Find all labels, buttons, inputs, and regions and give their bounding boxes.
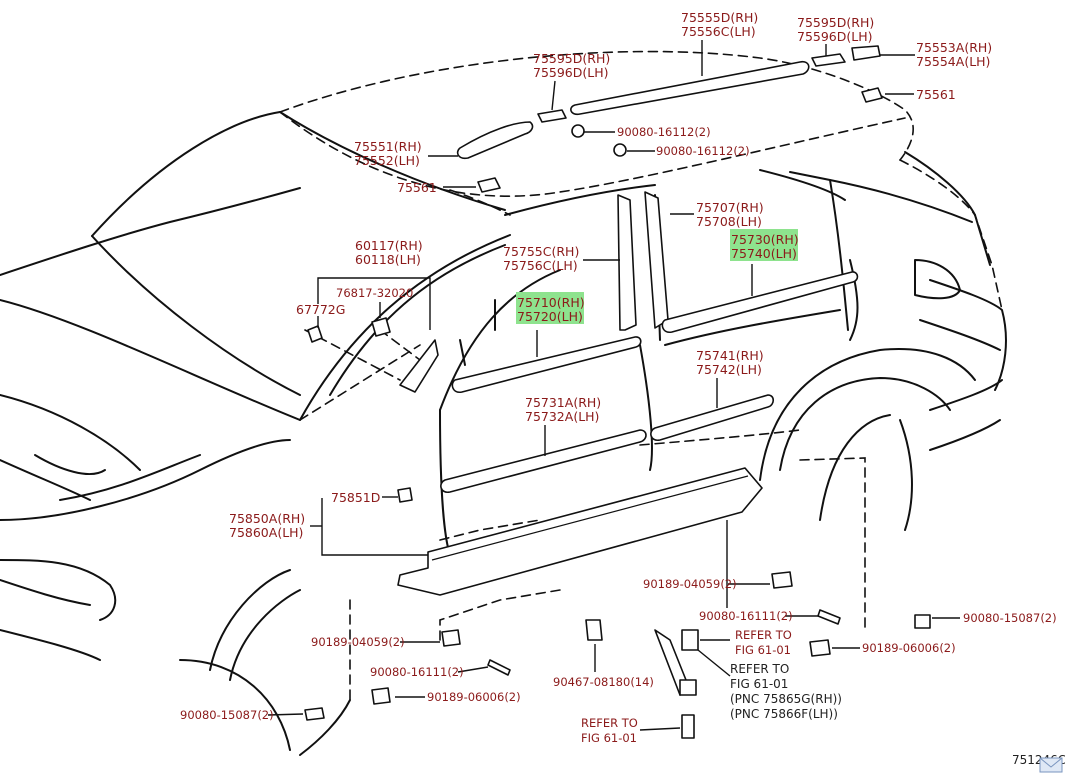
highlight-75710 [516, 292, 584, 324]
label-90189-06006-left[interactable]: 90189-06006(2) [427, 690, 521, 704]
label-90080-16112-a[interactable]: 90080-16112(2) [617, 125, 711, 139]
label-75720-lh[interactable]: 75720(LH) [517, 309, 583, 324]
label-75707-rh[interactable]: 75707(RH) [696, 200, 764, 215]
front-quarter-part [399, 339, 439, 393]
screw-part [817, 609, 841, 625]
label-75755-rh[interactable]: 75755C(RH) [503, 244, 579, 259]
cap-part [811, 53, 846, 67]
front-roof-molding-part [456, 121, 534, 160]
label-pnc-75866f[interactable]: (PNC 75866F(LH)) [730, 707, 838, 721]
label-75595-rh-top[interactable]: 75595D(RH) [797, 15, 874, 30]
label-67772g[interactable]: 67772G [296, 302, 345, 317]
roof-rail-part [570, 60, 810, 116]
nut-part [809, 639, 831, 657]
label-90080-15087-right[interactable]: 90080-15087(2) [963, 611, 1057, 625]
label-refer-to-1[interactable]: REFER TO [735, 628, 792, 642]
label-90189-04059-right[interactable]: 90189-04059(2) [643, 577, 737, 591]
bracket-clip-part [679, 679, 697, 696]
label-75555-rh[interactable]: 75555D(RH) [681, 10, 758, 25]
part-labels: 75555D(RH) 75556C(LH) 75595D(RH) 75596D(… [180, 10, 1065, 767]
label-refer-fig-3[interactable]: FIG 61-01 [581, 731, 637, 745]
label-75756-lh[interactable]: 75756C(LH) [503, 258, 578, 273]
clip-part [371, 317, 391, 337]
label-75596-lh[interactable]: 75596D(LH) [533, 65, 609, 80]
leader-lines [267, 40, 960, 731]
label-60117-rh[interactable]: 60117(RH) [355, 238, 423, 253]
clip-part [771, 571, 793, 589]
label-75730-rh[interactable]: 75730(RH) [731, 232, 799, 247]
label-75595-rh[interactable]: 75595D(RH) [533, 51, 610, 66]
car-body-outline [0, 50, 1007, 756]
label-pnc-75865g[interactable]: (PNC 75865G(RH)) [730, 692, 842, 706]
label-75596-lh-top[interactable]: 75596D(LH) [797, 29, 873, 44]
screw-head-part [571, 124, 585, 138]
rear-door-belt-molding-part [661, 271, 859, 333]
clip-part [441, 629, 461, 647]
label-refer-to-3[interactable]: REFER TO [581, 716, 638, 730]
label-75553-rh[interactable]: 75553A(RH) [916, 40, 992, 55]
front-door-belt-molding-part [451, 336, 642, 393]
label-75561-left[interactable]: 75561 [397, 180, 437, 195]
label-75554-lh[interactable]: 75554A(LH) [916, 54, 990, 69]
pillar-garnish-part [644, 191, 669, 329]
bolt-part [681, 714, 695, 739]
end-cap-part [851, 45, 881, 61]
label-refer-fig-2[interactable]: FIG 61-01 [730, 677, 788, 691]
mail-icon[interactable] [1039, 757, 1063, 773]
label-75742-lh[interactable]: 75742(LH) [696, 362, 762, 377]
screw-part [487, 659, 511, 676]
label-75551-rh[interactable]: 75551(RH) [354, 139, 422, 154]
label-refer-to-2[interactable]: REFER TO [730, 662, 789, 676]
label-75732-lh[interactable]: 75732A(LH) [525, 409, 599, 424]
label-90080-16111-right[interactable]: 90080-16111(2) [699, 609, 793, 623]
label-75561-right[interactable]: 75561 [916, 87, 956, 102]
label-76817-32020[interactable]: 76817-32020 [336, 286, 413, 300]
clip-part [861, 87, 883, 103]
highlight-75730 [730, 229, 798, 261]
bolt-part [914, 614, 931, 629]
label-60118-lh[interactable]: 60118(LH) [355, 252, 421, 267]
label-75741-rh[interactable]: 75741(RH) [696, 348, 764, 363]
nut-part [371, 687, 391, 705]
rear-door-side-molding-part [650, 394, 775, 441]
label-75740-lh[interactable]: 75740(LH) [731, 246, 797, 261]
label-75731-rh[interactable]: 75731A(RH) [525, 395, 601, 410]
clip-part [477, 177, 501, 193]
screw-head-part [613, 143, 627, 157]
label-90080-16112-b[interactable]: 90080-16112(2) [656, 144, 750, 158]
pillar-garnish-part [617, 194, 637, 331]
front-door-side-molding-part [440, 429, 647, 493]
label-75851d[interactable]: 75851D [331, 490, 380, 505]
label-90189-06006-right[interactable]: 90189-06006(2) [862, 641, 956, 655]
clip-part [307, 325, 323, 343]
label-refer-fig-1[interactable]: FIG 61-01 [735, 643, 791, 657]
label-90189-04059-left[interactable]: 90189-04059(2) [311, 635, 405, 649]
parts [304, 45, 931, 739]
bracket-clip-part [681, 629, 699, 651]
cap-part [537, 109, 567, 123]
label-75708-lh[interactable]: 75708(LH) [696, 214, 762, 229]
label-90080-16111-left[interactable]: 90080-16111(2) [370, 665, 464, 679]
bolt-part [304, 707, 325, 721]
label-75710-rh[interactable]: 75710(RH) [517, 295, 585, 310]
clip-part [397, 487, 413, 503]
label-75556-lh[interactable]: 75556C(LH) [681, 24, 756, 39]
label-90467-08180[interactable]: 90467-08180(14) [553, 675, 654, 689]
stud-part [585, 619, 603, 641]
label-90080-15087-left[interactable]: 90080-15087(2) [180, 708, 274, 722]
label-75552-lh[interactable]: 75552(LH) [354, 153, 420, 168]
rocker-panel-molding-part [397, 467, 763, 596]
label-75850-rh[interactable]: 75850A(RH) [229, 511, 305, 526]
label-75860-lh[interactable]: 75860A(LH) [229, 525, 303, 540]
